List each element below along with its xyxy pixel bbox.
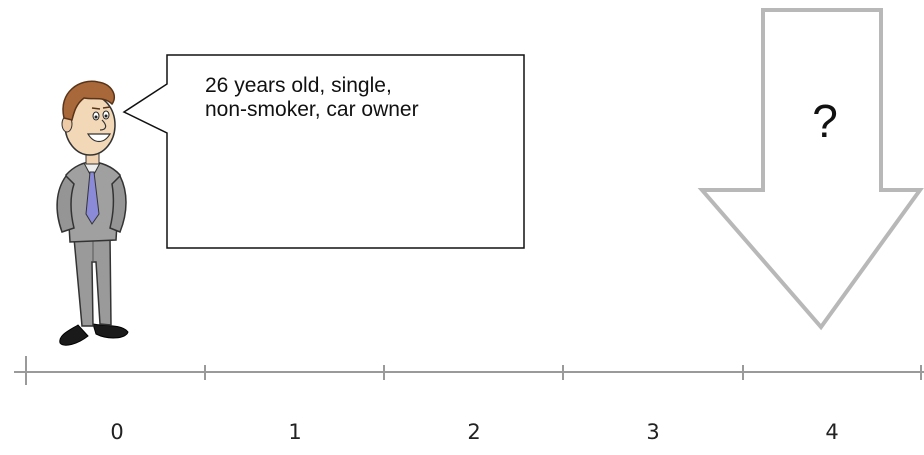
tick-label-3: 3 xyxy=(646,420,660,444)
arrow-label: ? xyxy=(812,95,838,147)
speech-bubble-line-2: non-smoker, car owner xyxy=(205,98,419,121)
speech-bubble-line-1: 26 years old, single, xyxy=(205,74,392,97)
tick-label-0: 0 xyxy=(110,420,124,444)
speech-bubble-text: 26 years old, single, non-smoker, car ow… xyxy=(205,74,525,122)
speech-bubble xyxy=(122,54,525,249)
tick-label-2: 2 xyxy=(467,420,481,444)
tick-label-1: 1 xyxy=(288,420,302,444)
down-arrow-icon xyxy=(697,8,924,331)
tick-label-4: 4 xyxy=(825,420,839,444)
timeline-axis xyxy=(14,356,924,385)
businessman-icon xyxy=(56,80,129,346)
